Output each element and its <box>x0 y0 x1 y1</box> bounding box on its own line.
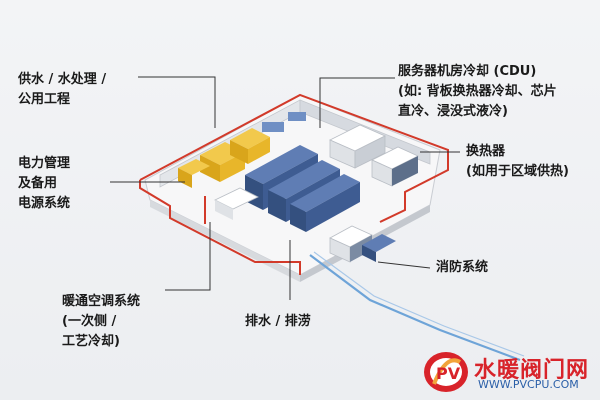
label-cdu-line-2: (如: 背板换热器冷却、芯片 <box>398 84 557 99</box>
label-power-line-1: 电力管理 <box>18 156 71 171</box>
red-pipe-loop <box>139 93 449 223</box>
label-cdu-line-3: 直冷、浸没式液冷) <box>398 104 508 119</box>
label-hvac-line-1: 暖通空调系统 <box>62 294 141 309</box>
leader-hvac <box>165 222 211 291</box>
label-server-room-cooling: 服务器机房冷却 (CDU) (如: 背板换热器冷却、芯片 直冷、浸没式液冷) <box>398 62 557 122</box>
watermark-logo-icon: PV <box>424 352 468 392</box>
label-drain-line-1: 排水 / 排涝 <box>245 314 311 329</box>
label-water-line-2: 公用工程 <box>18 92 71 107</box>
label-hvac-system: 暖通空调系统 (一次侧 / 工艺冷却) <box>62 292 140 352</box>
label-hvac-line-2: (一次侧 / <box>62 314 117 329</box>
label-drainage: 排水 / 排涝 <box>245 312 311 332</box>
blue-drain-pipe-2 <box>313 251 525 357</box>
leader-lines <box>110 76 460 300</box>
label-fire-protection: 消防系统 <box>436 258 488 278</box>
watermark-text: 水暖阀门网 <box>474 358 590 383</box>
label-power-line-3: 电源系统 <box>18 196 71 211</box>
label-water-line-1: 供水 / 水处理 / <box>18 72 107 87</box>
label-power-management: 电力管理 及备用 电源系统 <box>18 154 70 214</box>
svg-text:PV: PV <box>436 364 461 383</box>
label-fire-line-1: 消防系统 <box>436 260 489 275</box>
label-water-utilities: 供水 / 水处理 / 公用工程 <box>18 70 106 110</box>
label-power-line-2: 及备用 <box>18 176 58 191</box>
leader-water <box>138 76 216 128</box>
leader-cdu <box>319 77 395 128</box>
power-equipment <box>178 128 270 188</box>
label-hx-line-1: 换热器 <box>466 144 506 159</box>
label-hvac-line-3: 工艺冷却) <box>62 334 120 349</box>
cooling-units <box>262 112 419 187</box>
blue-drain-pipe <box>309 254 521 362</box>
leader-fire <box>377 261 431 269</box>
label-hx-line-2: (如用于区域供热) <box>466 164 569 179</box>
server-racks <box>245 145 360 232</box>
label-cdu-line-1: 服务器机房冷却 (CDU) <box>398 64 537 79</box>
utility-equipment <box>214 187 396 263</box>
label-heat-exchanger: 换热器 (如用于区域供热) <box>466 142 569 182</box>
watermark-url: WWW.PVCPU.COM <box>478 378 579 391</box>
watermark: PV 水暖阀门网 WWW.PVCPU.COM <box>420 348 596 396</box>
